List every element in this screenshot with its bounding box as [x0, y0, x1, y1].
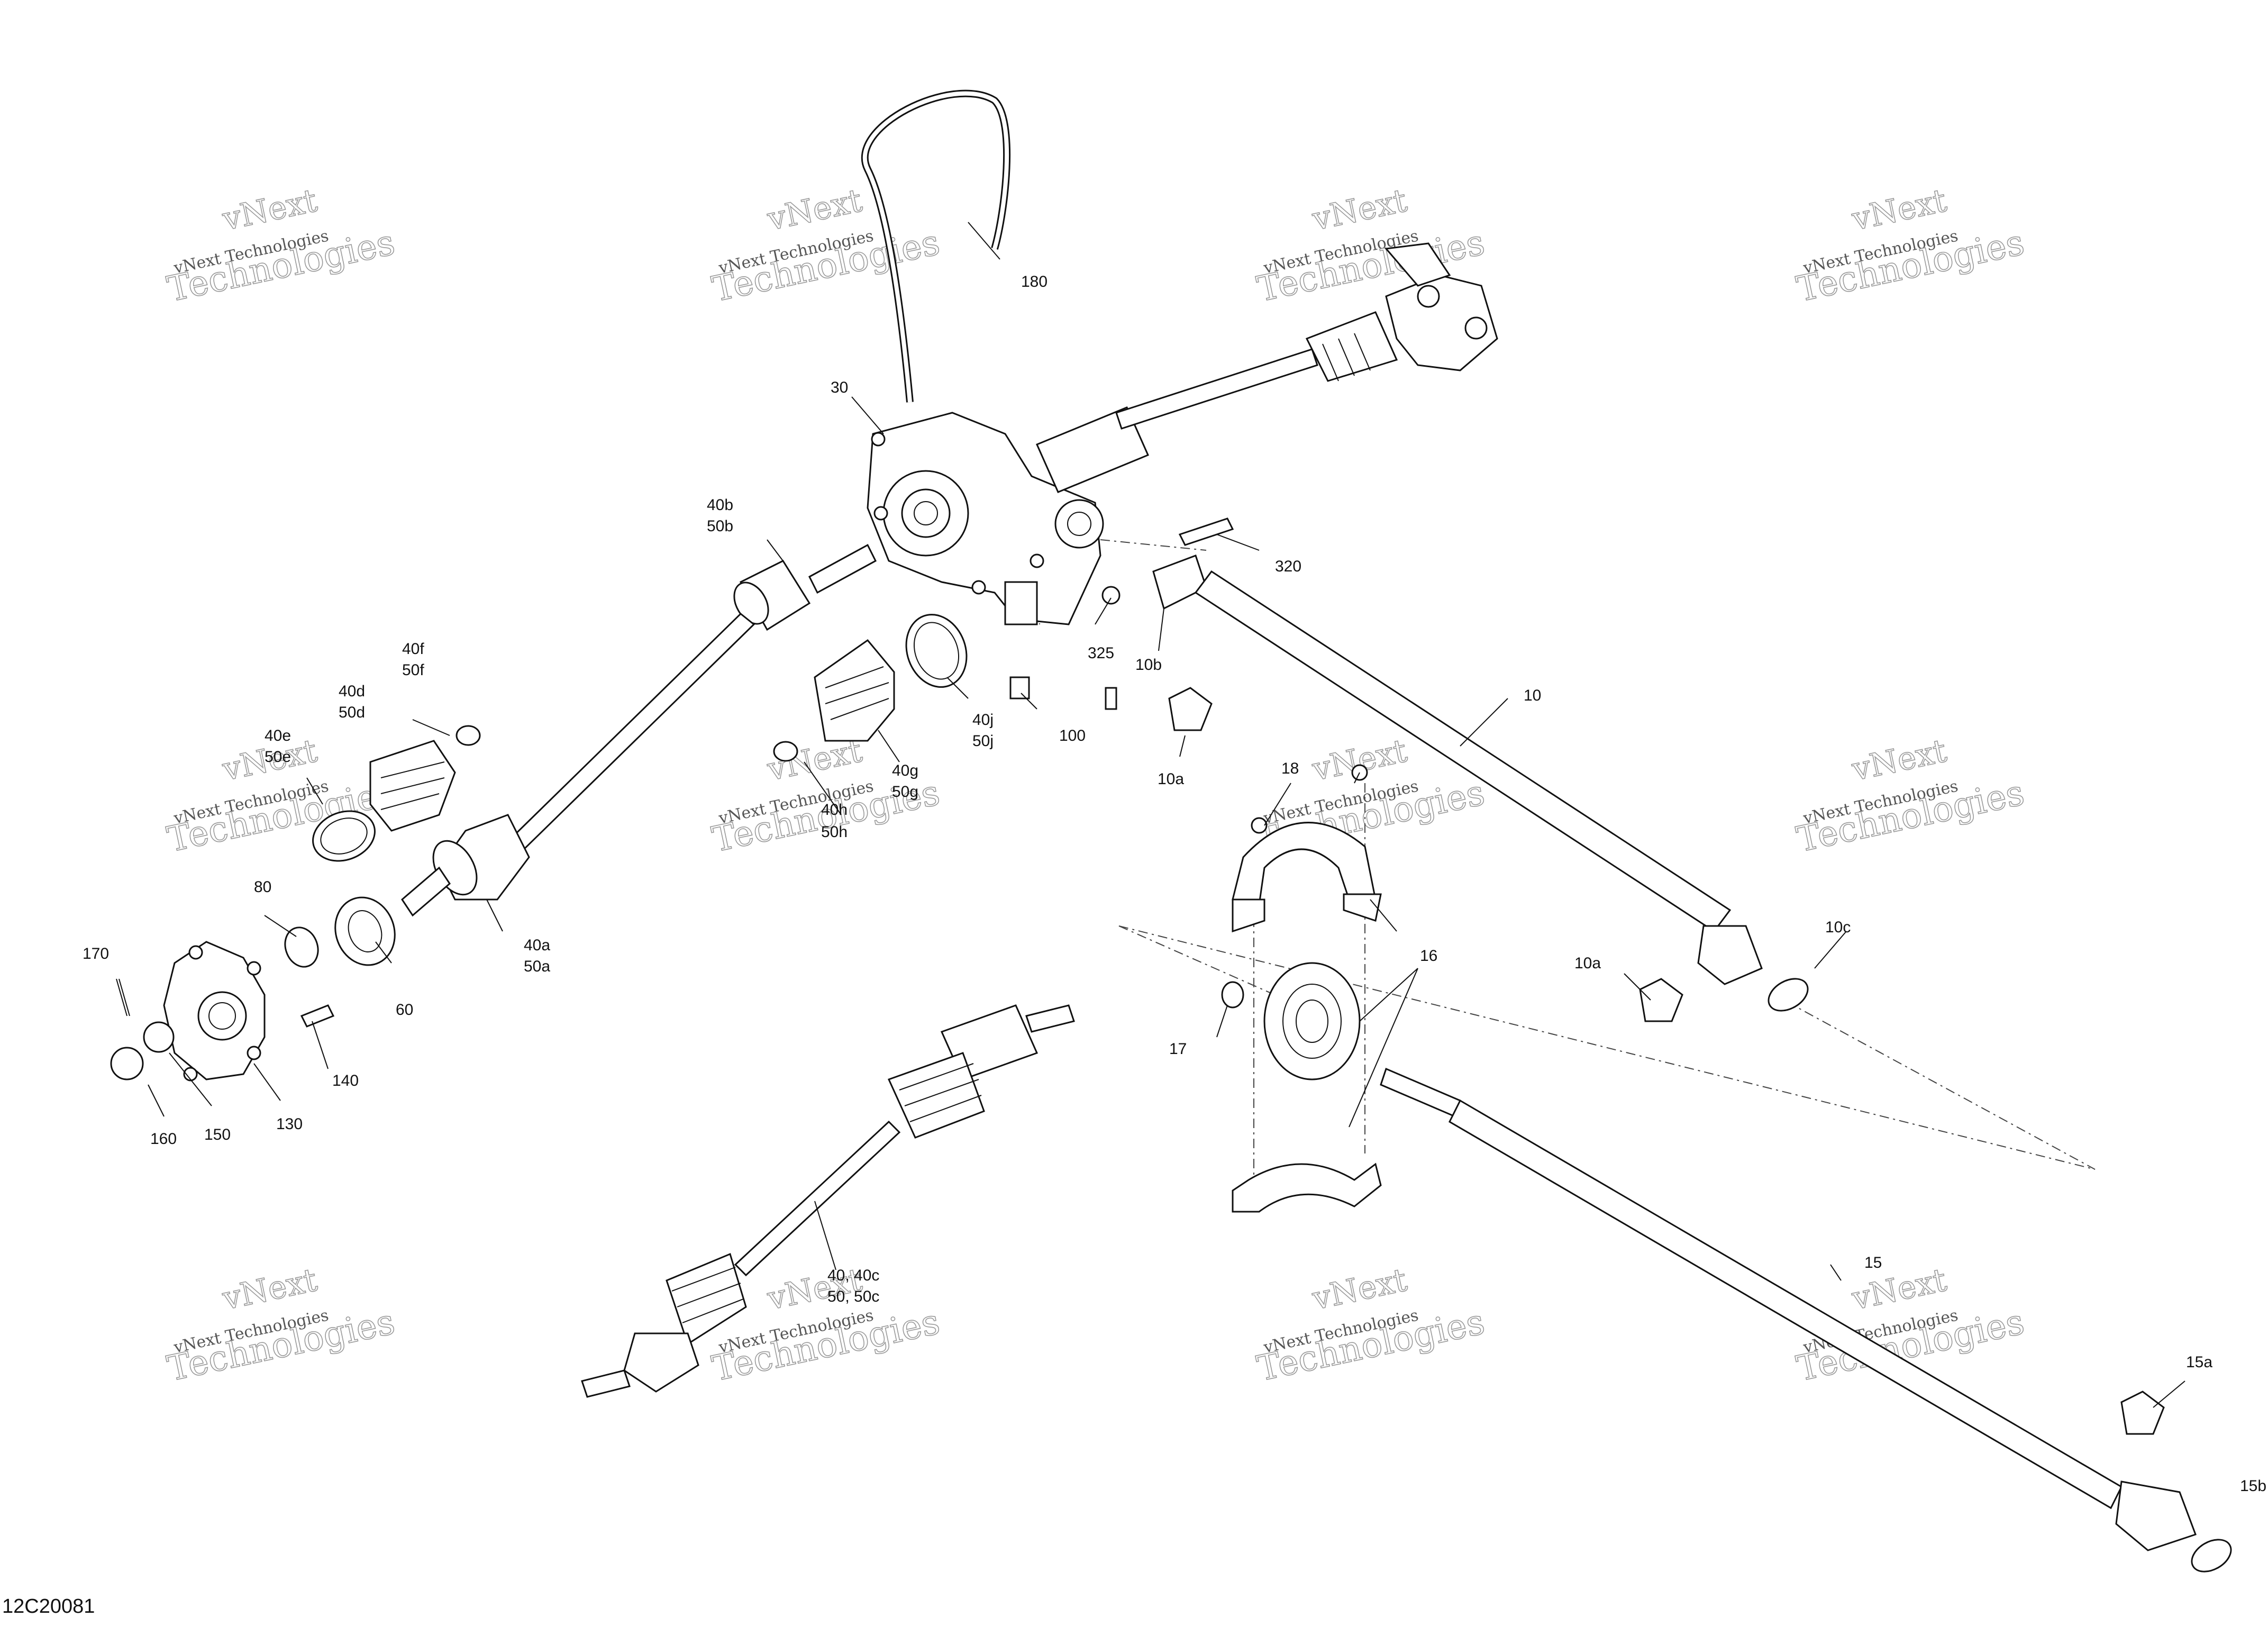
callout-30: 30: [831, 379, 848, 396]
svg-text:Technologies: Technologies: [708, 1301, 943, 1389]
breather-hose-inner: [862, 91, 1009, 403]
callout-140: 140: [332, 1072, 359, 1089]
callout-150: 150: [204, 1126, 231, 1143]
callout-40g: 40g: [892, 762, 918, 779]
diagram-id: 12C20081: [2, 1595, 95, 1618]
callout-15: 15: [1864, 1254, 1882, 1271]
callout-10a-top: 10a: [1158, 770, 1184, 788]
callout-50h: 50h: [821, 823, 848, 841]
callout-130: 130: [276, 1115, 303, 1133]
boot-kit-left: [312, 725, 481, 862]
left-front-axle: [401, 543, 877, 917]
callout-10c: 10c: [1825, 919, 1851, 936]
callout-100: 100: [1059, 727, 1086, 744]
boot-kit-right: [773, 614, 968, 762]
callout-40f: 40f: [402, 640, 424, 658]
u-joint-crosses: [1105, 687, 2165, 1435]
fasteners: [1009, 517, 1234, 700]
svg-text:Technologies: Technologies: [1793, 222, 2027, 310]
svg-text:vNext: vNext: [1309, 182, 1410, 238]
rear-propshaft: [1380, 1067, 2232, 1573]
callout-15b: 15b: [2240, 1477, 2266, 1495]
callout-40e: 40e: [265, 727, 291, 744]
callout-40h: 40h: [821, 801, 848, 819]
watermark-1: vNext vNext Technologies Technologies: [163, 181, 399, 310]
svg-text:Technologies: Technologies: [163, 1301, 398, 1389]
assembly-line-shaft: [1118, 925, 2096, 1170]
callout-16: 16: [1420, 947, 1437, 965]
callout-50b: 50b: [707, 517, 733, 535]
watermark-4: vNext vNext Technologies Technologies: [1793, 181, 2028, 310]
callout-40b: 40b: [707, 496, 733, 514]
callout-10: 10: [1524, 687, 1541, 704]
right-front-axle: [1036, 242, 1498, 493]
svg-text:vNext: vNext: [1848, 1261, 1950, 1318]
callout-50g: 50g: [892, 783, 918, 801]
callout-18: 18: [1281, 760, 1299, 777]
callout-320: 320: [1275, 558, 1301, 575]
front-propshaft: [1152, 555, 1809, 1012]
callout-60: 60: [396, 1001, 413, 1019]
callout-50f: 50f: [402, 661, 424, 679]
callout-40-40c: 40, 40c: [827, 1267, 879, 1284]
svg-text:Technologies: Technologies: [1253, 1301, 1488, 1389]
watermark-2: vNext vNext Technologies Technologies: [708, 181, 944, 310]
callout-50j: 50j: [972, 732, 994, 750]
callout-325: 325: [1088, 644, 1114, 662]
watermark-8: vNext vNext Technologies Technologies: [1793, 732, 2028, 860]
callout-50d: 50d: [339, 704, 365, 721]
callout-50a: 50a: [524, 958, 550, 975]
callout-160: 160: [150, 1130, 177, 1148]
callout-labels: 180 30 40b 50b 320 325 10b 40j 50j 100 4…: [83, 273, 2266, 1495]
callout-80: 80: [254, 878, 271, 896]
leader-lines: [116, 222, 2185, 1408]
watermark-9: vNext vNext Technologies Technologies: [163, 1261, 399, 1389]
svg-text:vNext: vNext: [219, 1261, 320, 1318]
callout-40d: 40d: [339, 683, 365, 700]
callout-40j: 40j: [972, 711, 994, 729]
spare-axle: [581, 1004, 1075, 1398]
svg-text:Technologies: Technologies: [708, 222, 943, 310]
front-differential: [867, 412, 1104, 625]
callout-50e: 50e: [265, 748, 291, 766]
callout-15a: 15a: [2186, 1354, 2212, 1371]
callout-17: 17: [1169, 1040, 1187, 1058]
svg-text:vNext: vNext: [1848, 182, 1950, 238]
callout-170: 170: [83, 945, 109, 962]
callout-10b: 10b: [1135, 656, 1162, 674]
svg-text:Technologies: Technologies: [163, 222, 398, 310]
svg-text:vNext: vNext: [764, 182, 865, 238]
callout-10a-mid: 10a: [1574, 955, 1601, 972]
wheel-hub-assembly: [110, 896, 396, 1082]
assembly-lines: [1039, 503, 2096, 1175]
svg-text:Technologies: Technologies: [1793, 772, 2027, 860]
callout-50-50c: 50, 50c: [827, 1288, 879, 1305]
assembly-line-yoke: [1100, 539, 1207, 551]
svg-text:vNext: vNext: [219, 182, 320, 238]
watermark-11: vNext vNext Technologies Technologies: [1253, 1261, 1489, 1389]
callout-180: 180: [1021, 273, 1048, 290]
center-bearing-support: [1221, 764, 1382, 1213]
svg-text:vNext: vNext: [1848, 732, 1950, 788]
callout-40a: 40a: [524, 937, 550, 954]
svg-text:vNext: vNext: [1309, 1261, 1410, 1318]
